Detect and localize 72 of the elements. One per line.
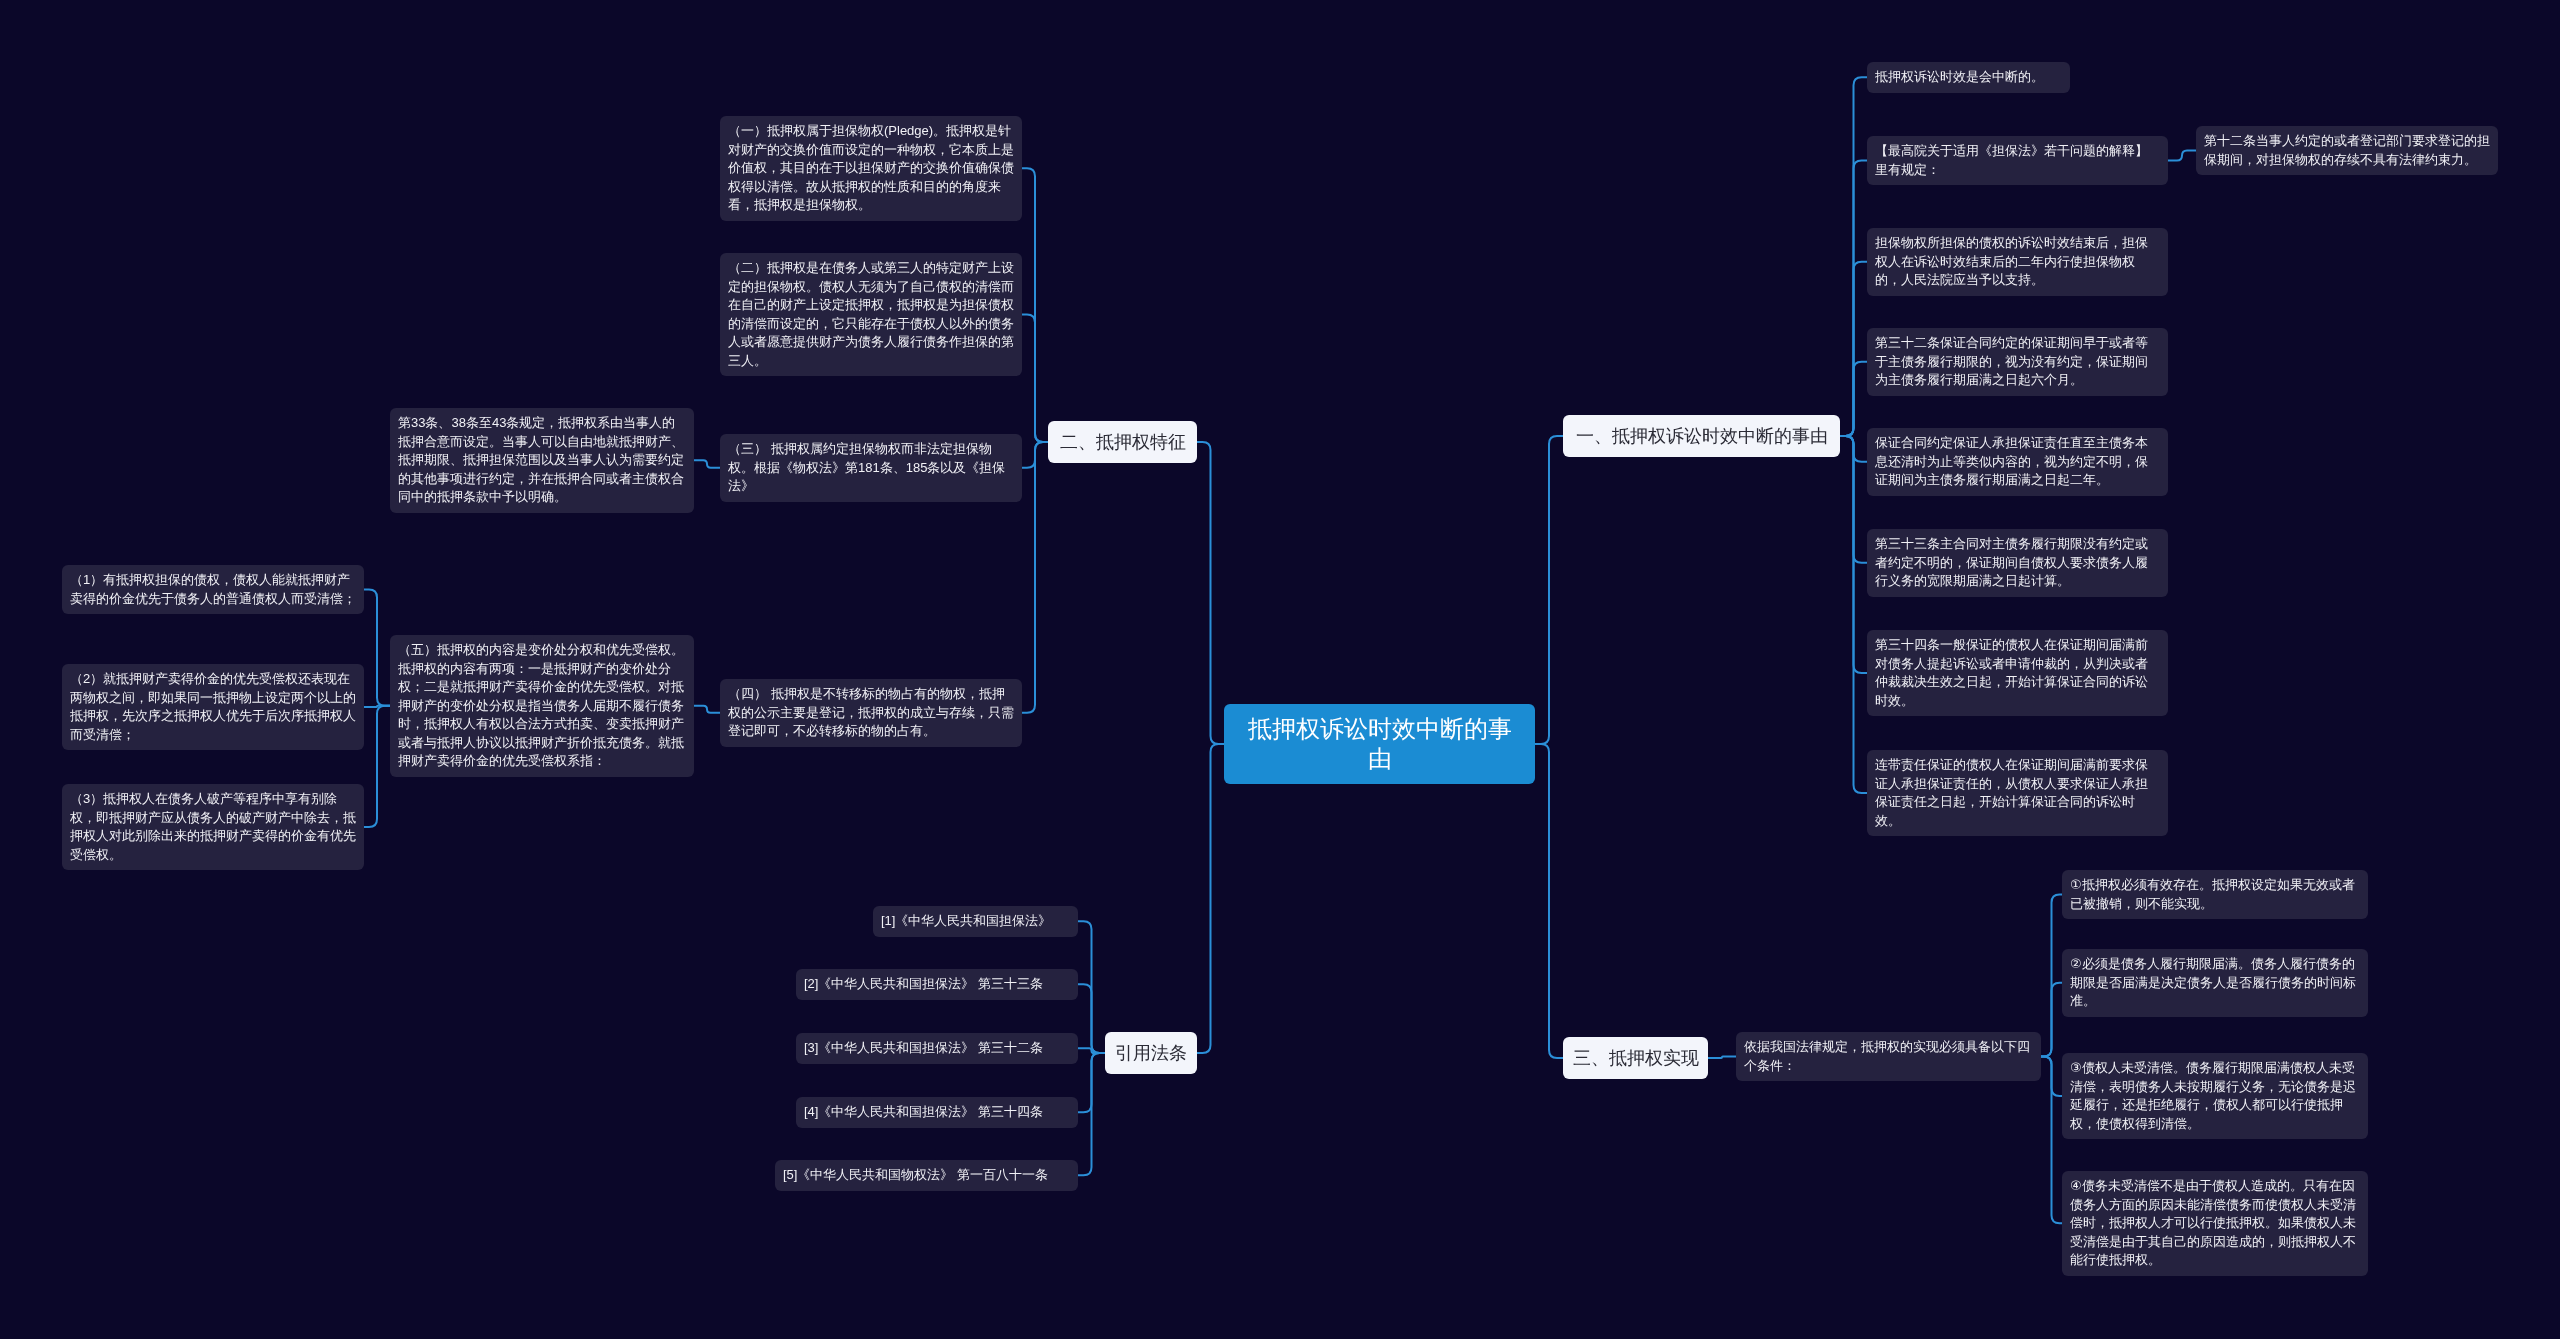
- topic-text: ④债务未受清偿不是由于债权人造成的。只有在因债务人方面的原因未能清偿债务而使债权人未受清偿时，抵押权人才可以行使抵押权。如果债权人未受清偿是由于其自己的原因造成的，则抵押权人不能行使抵押权。: [2070, 1177, 2357, 1269]
- topic-text: 保证合同约定保证人承担保证责任直至主债务本息还清时为止等类似内容的，视为约定不明，保证期间为主债务履行期届满之日起二年。: [1875, 434, 2149, 489]
- topic-text: 第33条、38条至43条规定，抵押权系由当事人的抵押合意而设定。当事人可以自由地就抵押财产、抵押期限、抵押担保范围以及当事人认为需要约定的其他事项进行约定，并在抵押合同或者主债权合同中的抵押条款中予以明确。: [398, 414, 685, 506]
- topic-card: [1867, 228, 2168, 296]
- topic-text: （三） 抵押权属约定担保物权而非法定担保物权。根据《物权法》第181条、185条以及《担保法》: [728, 440, 1007, 495]
- topic-text: （五）抵押权的内容是变价处分权和优先受偿权。抵押权的内容有两项：一是抵押财产的变价处分权；二是就抵押财产卖得价金的优先受偿权。对抵押财产的变价处分权是指当债务人届期不履行债务时，抵押权人有权以合法方式拍卖、变卖抵押财产或者与抵押人协议以抵押财产折价抵充债务。就抵押财产卖得价金的优先受偿权系指：: [398, 641, 685, 770]
- topic-card: [62, 664, 364, 750]
- connector-line: [693, 459, 721, 469]
- branch-topic: [1563, 415, 1840, 457]
- topic-text: ②必须是债务人履行期限届满。债务人履行债务的期限是否届满是决定债务人是否履行债务的时间标准。: [2070, 955, 2357, 1010]
- topic-card: [2062, 870, 2368, 919]
- topic-text: 三、抵押权实现: [1573, 1047, 1698, 1070]
- topic-text: 二、抵押权特征: [1058, 431, 1187, 454]
- topic-card: [796, 1097, 1078, 1128]
- topic-card: [1867, 529, 2168, 597]
- branch-topic: [1048, 421, 1197, 463]
- topic-card: [62, 565, 364, 614]
- topic-text: [1]《中华人民共和国担保法》: [881, 912, 1053, 930]
- topic-text: [5]《中华人民共和国物权法》 第一百八十一条: [783, 1166, 1050, 1184]
- topic-card: [2062, 949, 2368, 1017]
- topic-card: [775, 1160, 1078, 1191]
- branch-topic: [1563, 1037, 1708, 1079]
- branch-topic: [1105, 1032, 1197, 1074]
- topic-text: 引用法条: [1115, 1042, 1187, 1065]
- topic-card: [720, 679, 1022, 747]
- topic-text: ①抵押权必须有效存在。抵押权设定如果无效或者已被撤销，则不能实现。: [2070, 876, 2356, 913]
- topic-text: 第三十三条主合同对主债务履行期限没有约定或者约定不明的，保证期间自债权人要求债务人履行义务的宽限期届满之日起计算。: [1875, 535, 2149, 590]
- topic-text: 抵押权诉讼时效是会中断的。: [1875, 68, 2045, 86]
- topic-card: [1867, 750, 2168, 836]
- topic-card: [1867, 62, 2070, 93]
- topic-text: 第十二条当事人约定的或者登记部门要求登记的担保期间，对担保物权的存续不具有法律约束力。: [2204, 132, 2490, 169]
- central-topic: [1224, 704, 1535, 784]
- topic-text: （一）抵押权属于担保物权(Pledge)。抵押权是针对财产的交换价值而设定的一种物权，它本质上是价值权，其目的在于以担保财产的交换价值确保债权得以清偿。故从抵押权的性质和目的的角度来看，抵押权是担保物权。: [728, 122, 1014, 214]
- topic-text: [4]《中华人民共和国担保法》 第三十四条: [804, 1103, 1045, 1121]
- topic-text: （四） 抵押权是不转移标的物占有的物权，抵押权的公示主要是登记，抵押权的成立与存续，只需登记即可，不必转移标的物的占有。: [728, 685, 1014, 740]
- topic-card: [720, 116, 1022, 221]
- topic-card: [796, 969, 1078, 1000]
- topic-card: [1867, 630, 2168, 716]
- topic-card: [1867, 428, 2168, 496]
- topic-text: 第三十二条保证合同约定的保证期间早于或者等于主债务履行期限的，视为没有约定，保证期间为主债务履行期届满之日起六个月。: [1875, 334, 2149, 389]
- topic-text: 第三十四条一般保证的债权人在保证期间届满前对债务人提起诉讼或者申请仲裁的，从判决或者仲裁裁决生效之日起，开始计算保证合同的诉讼时效。: [1875, 636, 2149, 710]
- topic-text: 抵押权诉讼时效中断的事由: [1246, 714, 1513, 774]
- topic-text: [2]《中华人民共和国担保法》 第三十三条: [804, 975, 1045, 993]
- topic-card: [873, 906, 1078, 937]
- topic-text: （3）抵押权人在债务人破产等程序中享有别除权，即抵押财产应从债务人的破产财产中除去，抵押权人对此别除出来的抵押财产卖得的价金有优先受偿权。: [70, 790, 356, 864]
- topic-card: [2062, 1053, 2368, 1139]
- topic-text: [3]《中华人民共和国担保法》 第三十二条: [804, 1039, 1045, 1057]
- topic-text: 【最高院关于适用《担保法》若干问题的解释】里有规定：: [1875, 142, 2149, 179]
- topic-text: 依据我国法律规定，抵押权的实现必须具备以下四个条件：: [1744, 1038, 2031, 1075]
- topic-text: 担保物权所担保的债权的诉讼时效结束后，担保权人在诉讼时效结束后的二年内行使担保物权的，人民法院应当予以支持。: [1875, 234, 2149, 289]
- topic-text: ③债权人未受清偿。债务履行期限届满债权人未受清偿，表明债务人未按期履行义务，无论债务是迟延履行，还是拒绝履行，债权人都可以行使抵押权，使债权得到清偿。: [2070, 1059, 2357, 1133]
- topic-card: [390, 408, 694, 513]
- connector-line: [2040, 1055, 2063, 1225]
- topic-text: 连带责任保证的债权人在保证期间届满前要求保证人承担保证责任的，从债权人要求保证人承担保证责任之日起，开始计算保证合同的诉讼时效。: [1875, 756, 2149, 830]
- topic-card: [1867, 328, 2168, 396]
- connector-line: [1534, 743, 1564, 1059]
- topic-card: [2196, 126, 2498, 175]
- topic-text: （1）有抵押权担保的债权，债权人能就抵押财产卖得的价金优先于债务人的普通债权人而受清偿；: [70, 571, 356, 608]
- topic-text: 一、抵押权诉讼时效中断的事由: [1574, 425, 1829, 448]
- connector-line: [693, 704, 721, 714]
- connector-line: [1196, 743, 1225, 1054]
- topic-text: （2）就抵押财产卖得价金的优先受偿权还表现在两物权之间，即如果同一抵押物上设定两个以上的抵押权，先次序之抵押权人优先于后次序抵押权人而受清偿；: [70, 670, 356, 744]
- topic-card: [720, 434, 1022, 502]
- topic-card: [796, 1033, 1078, 1064]
- topic-text: （二）抵押权是在债务人或第三人的特定财产上设定的担保物权。债权人无须为了自己债权的清偿而在自己的财产上设定抵押权，抵押权是为担保债权的清偿而设定的，它只能存在于债权人以外的债务人或者愿意提供财产为债务人履行债务作担保的第三人。: [728, 259, 1014, 370]
- topic-card: [1736, 1032, 2041, 1081]
- topic-card: [1867, 136, 2168, 185]
- connector-line: [1707, 1055, 1737, 1059]
- topic-card: [2062, 1171, 2368, 1276]
- connector-line: [1839, 435, 1868, 794]
- connector-line: [2167, 149, 2197, 162]
- topic-card: [62, 784, 364, 870]
